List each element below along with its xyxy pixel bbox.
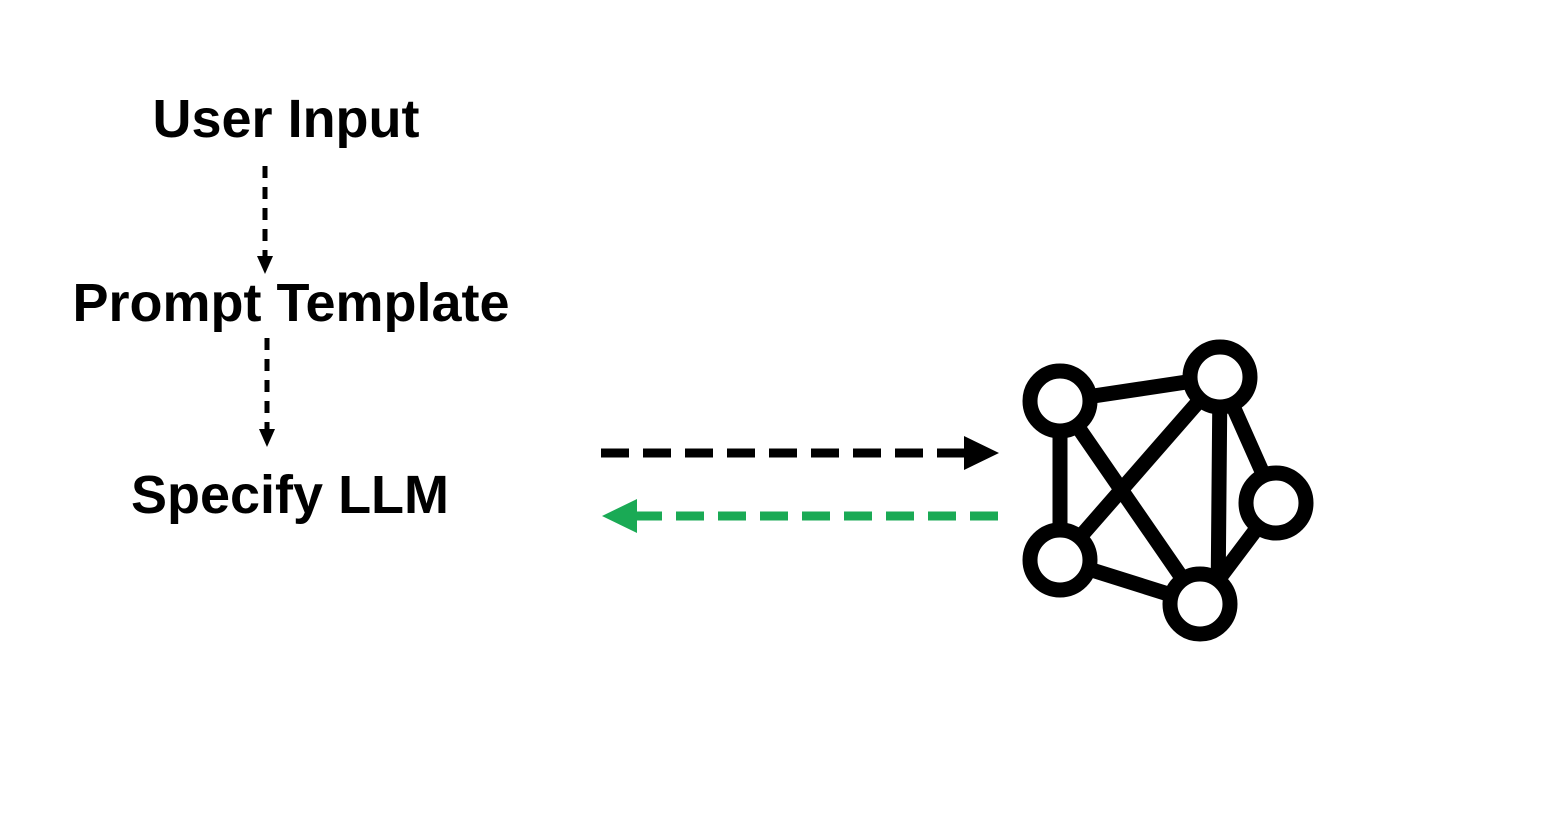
flow-arrow-user-to-prompt	[257, 166, 273, 274]
network-node	[1022, 522, 1098, 598]
response-arrow	[602, 499, 998, 533]
request-arrow	[601, 436, 999, 470]
step-prompt-template: Prompt Template	[72, 273, 510, 333]
step-specify-llm: Specify LLM	[130, 465, 450, 525]
network-node	[1162, 566, 1238, 642]
step-user-input: User Input	[152, 89, 420, 149]
network-node	[1238, 465, 1314, 541]
flow-arrow-prompt-to-specify	[259, 338, 275, 447]
network-node	[1182, 339, 1258, 415]
network-node	[1022, 363, 1098, 439]
neural-network-icon	[1022, 339, 1314, 642]
